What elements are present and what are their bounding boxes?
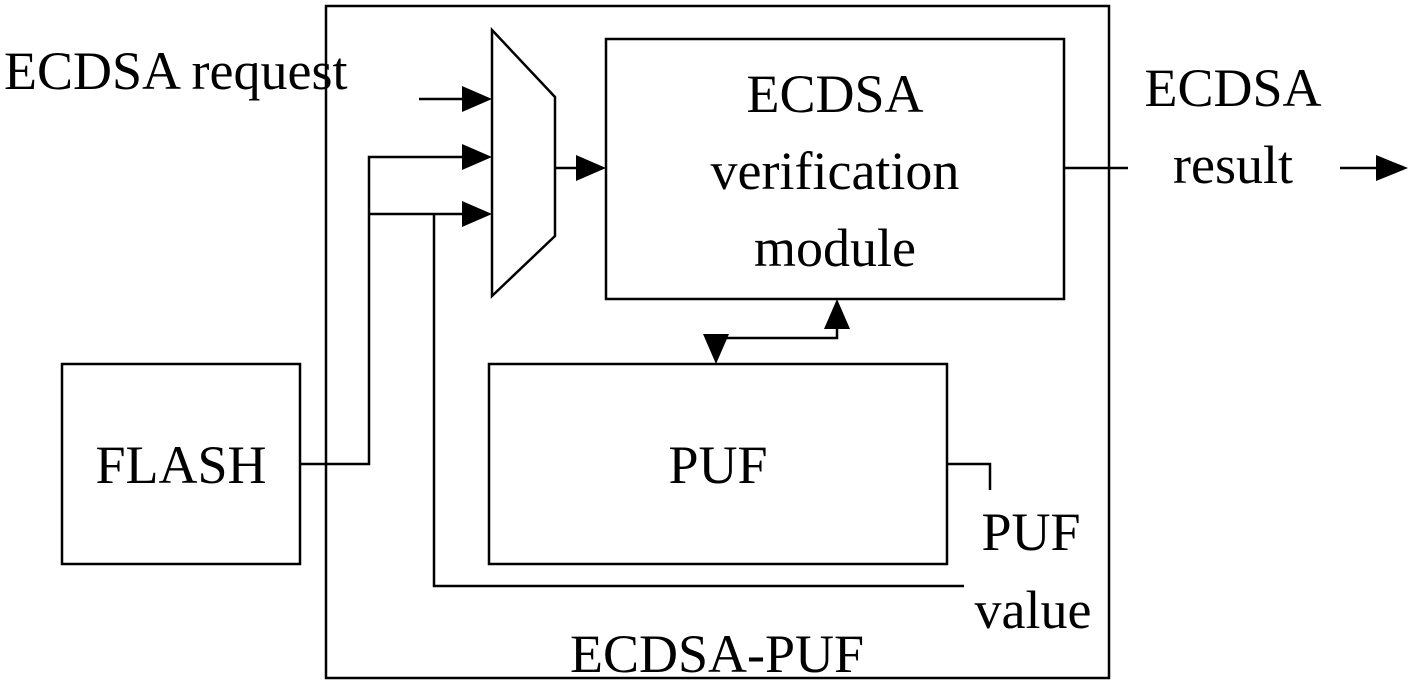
module-puf-link-wire	[714, 325, 839, 340]
mux-output-arrowhead	[576, 155, 606, 181]
flash-arrowhead-1	[462, 144, 492, 170]
verification-module-label-line3: module	[754, 218, 916, 278]
multiplexer	[490, 26, 557, 299]
ecdsa-result-label-line1: ECDSA	[1144, 58, 1321, 118]
puf-value-wire	[947, 462, 992, 490]
flash-output-wire	[300, 155, 466, 466]
ecdsa-result-label-line2: result	[1173, 135, 1293, 195]
puf-label: PUF	[668, 435, 767, 495]
puf-link-arrowhead-down	[703, 334, 729, 364]
puf-value-label-line2: value	[975, 580, 1092, 640]
ecdsa-puf-container	[324, 4, 1111, 680]
ecdsa-puf-container-label: ECDSA-PUF	[570, 624, 864, 684]
flash-label: FLASH	[95, 435, 266, 495]
puf-value-label-line1: PUF	[981, 502, 1080, 562]
verification-module-label-line1: ECDSA	[746, 64, 923, 124]
verification-module-label-line2: verification	[711, 141, 960, 201]
request-arrowhead	[462, 86, 492, 112]
result-arrowhead	[1376, 155, 1408, 181]
flash-arrowhead-2	[462, 201, 492, 227]
module-link-arrowhead-up	[824, 299, 850, 329]
ecdsa-request-label: ECDSA request	[4, 41, 348, 101]
puf-value-feedback-wire	[432, 214, 964, 588]
